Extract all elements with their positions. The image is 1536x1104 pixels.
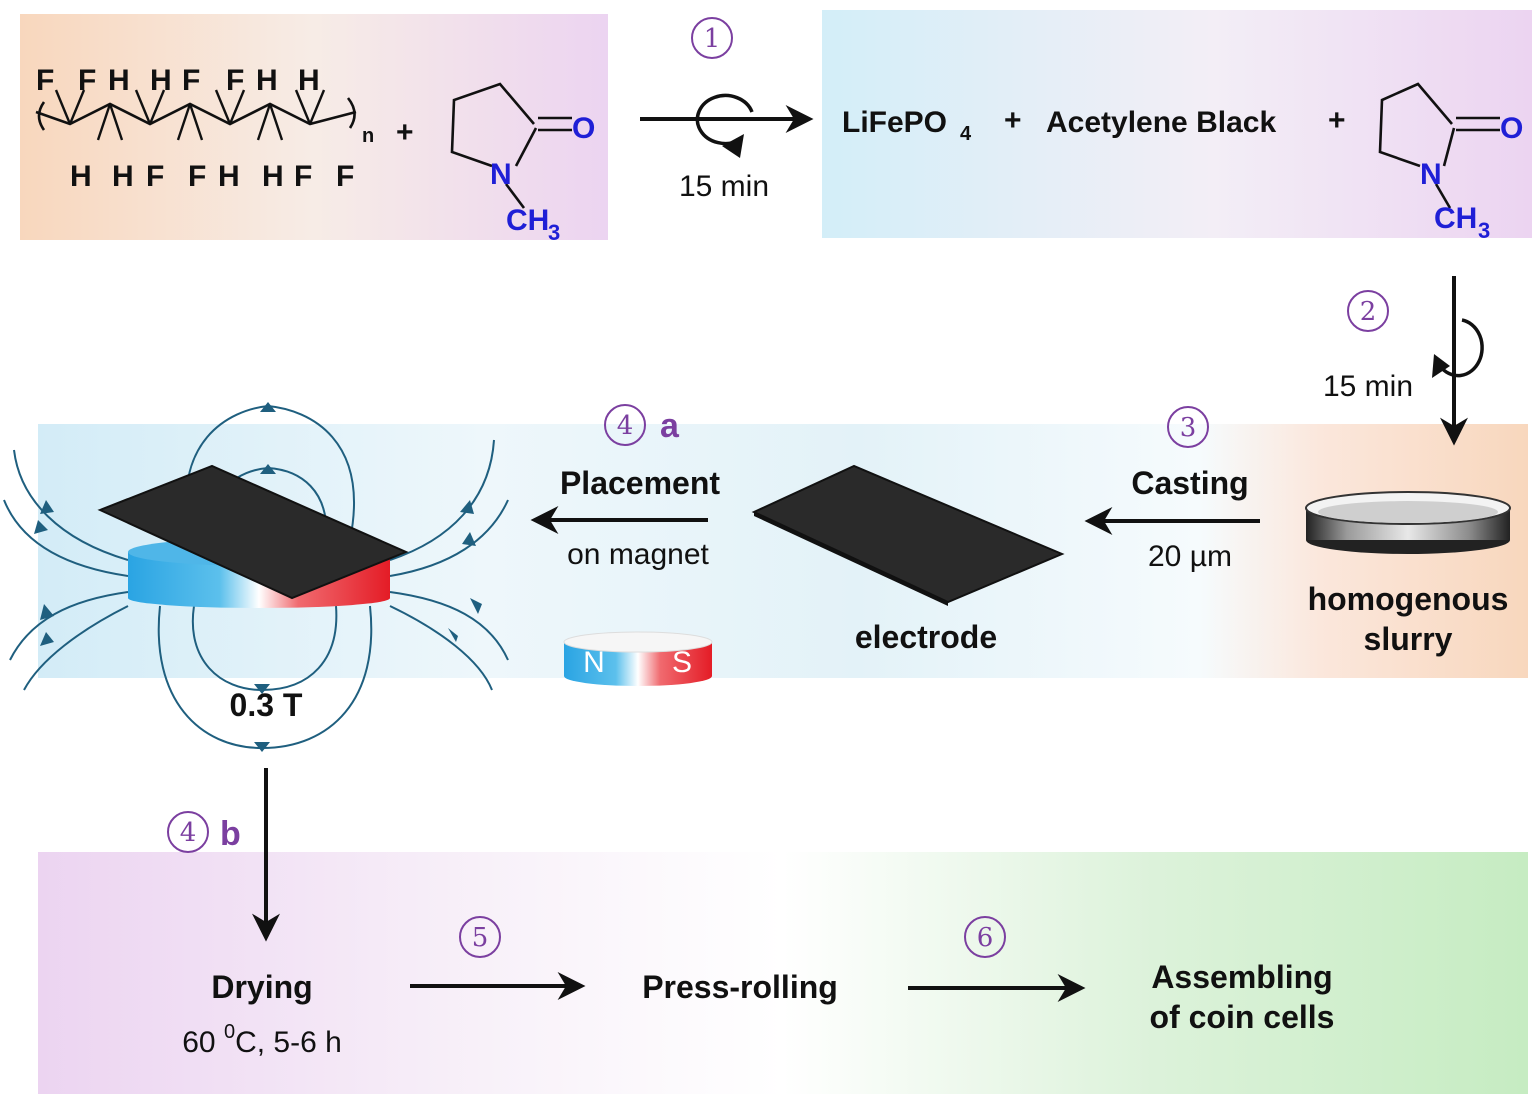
lifepo4-label: LiFePO <box>842 106 947 139</box>
svg-text:5: 5 <box>472 923 489 953</box>
nmp-structure-right: O N CH 3 <box>1378 82 1523 243</box>
plus-sign: + <box>1004 104 1022 137</box>
nmp-nitrogen: N <box>1420 158 1442 191</box>
step-6-badge: 6 <box>964 916 1006 958</box>
nmp-oxygen: O <box>572 112 595 145</box>
step-2-badge: 2 <box>1347 290 1389 332</box>
svg-text:6: 6 <box>977 923 994 953</box>
casting-label: Casting <box>1131 465 1248 501</box>
nmp-nitrogen: N <box>490 158 512 191</box>
step-4a-letter: a <box>660 407 680 445</box>
svg-text:4: 4 <box>617 411 634 441</box>
pvdf-atom-bottom: H <box>112 160 134 193</box>
pvdf-bracket-right <box>346 97 356 129</box>
assembling-label-2: of coin cells <box>1150 999 1335 1035</box>
nmp-structure-left: O N CH 3 <box>450 82 595 245</box>
electrode-on-magnet <box>97 464 409 600</box>
pvdf-atom-bottom: F <box>188 160 206 193</box>
pvdf-atom-bottom: H <box>218 160 240 193</box>
nmp-ring <box>450 82 535 168</box>
svg-text:2: 2 <box>1360 297 1377 327</box>
nmp-methyl: CH <box>506 204 549 237</box>
panel-post-processing <box>38 852 1528 1094</box>
magnet-icon <box>563 631 713 686</box>
petri-dish-icon <box>1305 491 1511 554</box>
pvdf-atom-bottom: H <box>262 160 284 193</box>
step-4a-badge: 4 <box>604 404 646 446</box>
pvdf-atom-top: H <box>298 64 320 97</box>
field-arrowheads <box>34 402 482 752</box>
pvdf-atom-bottom: F <box>294 160 312 193</box>
placement-label: Placement <box>560 465 720 501</box>
pvdf-atom-top: H <box>256 64 278 97</box>
stirring-icon <box>695 93 754 158</box>
pvdf-structure: F F H H F F H H H H F F H H F F n <box>35 64 374 193</box>
pvdf-atom-top: F <box>36 64 54 97</box>
step-5-badge: 5 <box>459 916 501 958</box>
pvdf-bracket-left <box>37 101 46 131</box>
nmp-methyl-sub: 3 <box>1478 218 1490 243</box>
assembling-label-1: Assembling <box>1151 959 1332 995</box>
pvdf-atom-bottom: F <box>336 160 354 193</box>
field-strength-label: 0.3 T <box>230 687 303 723</box>
magnet-south: S <box>672 646 692 679</box>
nmp-methyl: CH <box>1434 202 1477 235</box>
slurry-label-1: homogenous <box>1308 581 1509 617</box>
pvdf-atom-top: F <box>78 64 96 97</box>
drying-conditions: 60 0C, 5-6 h <box>182 1021 342 1059</box>
panel-slurry-ingredients <box>822 10 1532 238</box>
pvdf-atom-bottom: H <box>70 160 92 193</box>
magnet-north: N <box>583 646 605 679</box>
svg-text:1: 1 <box>704 24 721 54</box>
nmp-oxygen: O <box>1500 112 1523 145</box>
step-2-time: 15 min <box>1323 370 1413 403</box>
step-1-badge: 1 <box>691 17 733 59</box>
step-4b-badge: 4 <box>167 811 209 853</box>
pvdf-atom-top: F <box>226 64 244 97</box>
plus-sign: + <box>1328 104 1346 137</box>
nmp-methyl-sub: 3 <box>548 220 560 245</box>
slurry-label-2: slurry <box>1364 621 1453 657</box>
press-rolling-label: Press-rolling <box>642 969 838 1005</box>
plus-sign: + <box>396 116 414 149</box>
casting-thickness: 20 µm <box>1148 540 1232 573</box>
pvdf-atom-top: H <box>150 64 172 97</box>
pvdf-atom-top: F <box>182 64 200 97</box>
pvdf-subscript: n <box>362 125 374 147</box>
acetylene-black-label: Acetylene Black <box>1046 106 1276 139</box>
drying-label: Drying <box>211 969 312 1005</box>
step-4b-letter: b <box>220 815 241 853</box>
stirring-icon <box>1432 318 1484 378</box>
electrode-label: electrode <box>855 619 997 655</box>
lifepo4-sub: 4 <box>960 123 972 145</box>
pvdf-atom-top: H <box>108 64 130 97</box>
on-magnet-label: on magnet <box>567 538 709 571</box>
step-3-badge: 3 <box>1167 406 1209 448</box>
pvdf-atom-bottom: F <box>146 160 164 193</box>
svg-text:3: 3 <box>1180 413 1197 443</box>
step-1-time: 15 min <box>679 170 769 203</box>
svg-text:4: 4 <box>180 818 197 848</box>
